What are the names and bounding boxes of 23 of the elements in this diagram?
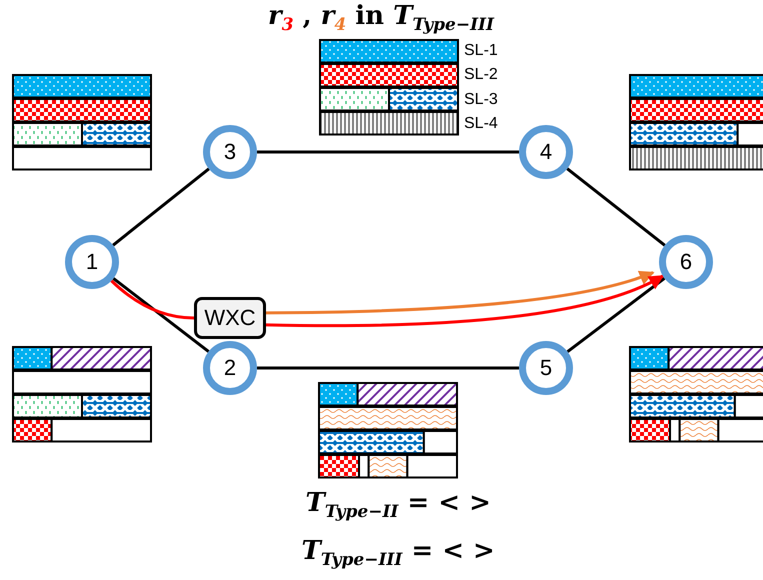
link-line	[566, 168, 666, 246]
link-line	[566, 277, 666, 353]
slot-label: SL-4	[464, 115, 498, 133]
title: r$_{3}$ , r$_{4}$ in T$_{Type−III}$	[268, 1, 494, 36]
link-line	[112, 168, 210, 246]
switch-box: WXC	[194, 297, 266, 339]
slot-label: SL-2	[464, 66, 498, 84]
link-line	[257, 366, 519, 370]
link-line	[112, 277, 210, 353]
arrow	[266, 270, 655, 314]
network-node-circle: 5	[519, 341, 573, 395]
slot-label: SL-3	[464, 91, 498, 109]
formula-text: T$_{Type−II}$ = < >	[306, 488, 491, 522]
network-node-circle: 4	[519, 125, 573, 179]
network-node-circle: 1	[65, 235, 119, 289]
network-node-circle: 2	[203, 341, 257, 395]
formula-text: T$_{Type−III}$ = < >	[302, 536, 495, 570]
network-node-circle: 6	[659, 235, 713, 289]
arrow	[266, 274, 664, 328]
slot-label: SL-1	[464, 42, 498, 60]
network-node-circle: 3	[203, 125, 257, 179]
link-line	[257, 150, 519, 154]
link-line	[110, 280, 194, 320]
